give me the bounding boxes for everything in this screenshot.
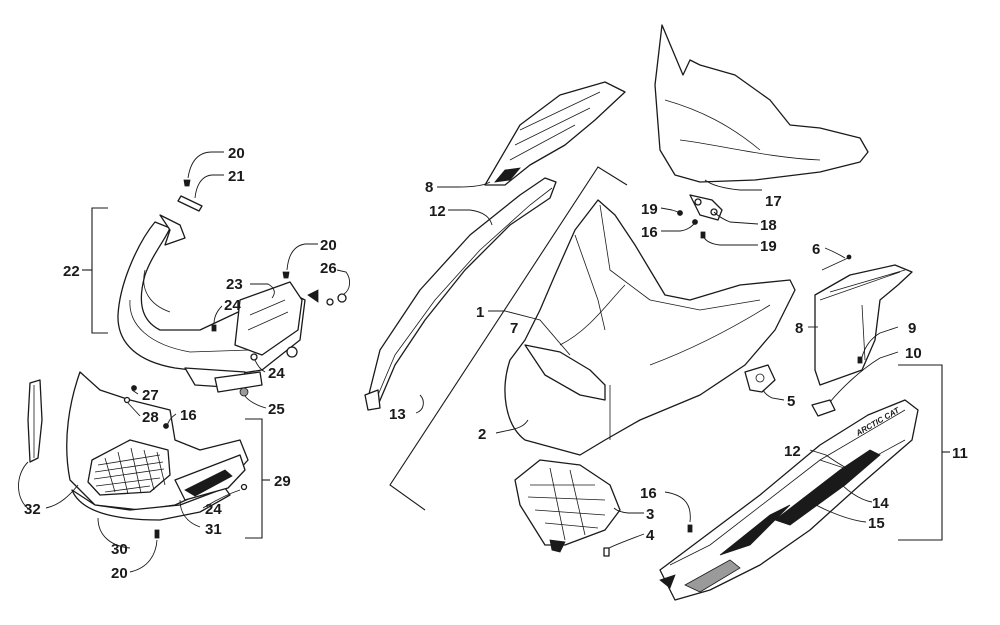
callout-2: 2 [478, 426, 486, 443]
callout-13: 13 [389, 406, 406, 423]
callout-23: 23 [226, 276, 243, 293]
washer-24 [211, 324, 258, 361]
callout-10: 10 [905, 345, 922, 362]
callout-19: 19 [641, 201, 658, 218]
callout-14: 14 [872, 495, 889, 512]
group-bracket-22 [82, 207, 108, 334]
callout-6: 6 [812, 241, 820, 258]
side-strip-32 [27, 379, 43, 463]
screw-6 [821, 254, 852, 271]
side-vent-8 [814, 264, 913, 386]
callout-16: 16 [640, 485, 657, 502]
callout-27: 27 [142, 387, 159, 404]
leader-lines [18, 151, 899, 573]
callout-3: 3 [646, 506, 654, 523]
arrow-marker-right [659, 574, 676, 589]
callout-8: 8 [425, 179, 433, 196]
callout-9: 9 [908, 320, 916, 337]
small-fasteners-left [123, 385, 248, 539]
side-panel-11: ARCTIC CAT [659, 399, 919, 601]
callout-26: 26 [320, 260, 337, 277]
callout-4: 4 [646, 527, 655, 544]
clip-4 [603, 547, 610, 557]
callout-18: 18 [760, 217, 777, 234]
arrow-marker-left [307, 289, 319, 303]
screw-9 [857, 356, 863, 364]
callout-20: 20 [228, 145, 245, 162]
callout-21: 21 [228, 168, 245, 185]
callout-28: 28 [142, 409, 159, 426]
callout-16: 16 [641, 224, 658, 241]
group-bracket-1 [389, 166, 628, 511]
lower-bezel-part [66, 371, 249, 521]
group-bracket-11 [898, 364, 950, 541]
windshield-17 [654, 24, 869, 183]
callout-32: 32 [24, 501, 41, 518]
rubber-strip-21 [177, 195, 203, 212]
callout-30: 30 [111, 541, 128, 558]
upper-vent-8 [484, 81, 626, 186]
callout-8: 8 [795, 320, 803, 337]
main-hood-2 [504, 199, 796, 456]
callout-24: 24 [268, 365, 285, 382]
callout-19: 19 [760, 238, 777, 255]
bracket-25 [214, 346, 298, 397]
callout-labels: 20 21 22 20 26 23 24 24 25 27 28 16 29 2… [24, 145, 968, 582]
callout-20: 20 [111, 565, 128, 582]
trim-strip-12-13 [364, 177, 557, 411]
callout-22: 22 [63, 263, 80, 280]
retainer-clip-5 [744, 364, 776, 393]
callout-12: 12 [784, 443, 801, 460]
windshield-bracket-18 [677, 194, 723, 239]
group-bracket-29 [245, 418, 270, 539]
callout-25: 25 [268, 401, 285, 418]
callout-24: 24 [224, 297, 241, 314]
headlight-housing-3 [514, 459, 621, 553]
screw-16-right [687, 524, 693, 533]
callout-5: 5 [787, 393, 795, 410]
callout-29: 29 [274, 473, 291, 490]
callout-11: 11 [952, 445, 968, 462]
callout-7: 7 [510, 320, 518, 337]
latch-10 [811, 399, 836, 417]
callout-12: 12 [429, 203, 446, 220]
fastener-screw-20-right [282, 271, 290, 279]
callout-24: 24 [205, 501, 222, 518]
callout-16: 16 [180, 407, 197, 424]
plug-26 [326, 293, 347, 306]
upper-bezel-part [117, 214, 306, 389]
fastener-screw-20-top [183, 179, 191, 187]
callout-17: 17 [765, 193, 782, 210]
callout-31: 31 [205, 521, 222, 538]
callout-1: 1 [476, 304, 484, 321]
callout-20: 20 [320, 237, 337, 254]
callout-15: 15 [868, 515, 885, 532]
